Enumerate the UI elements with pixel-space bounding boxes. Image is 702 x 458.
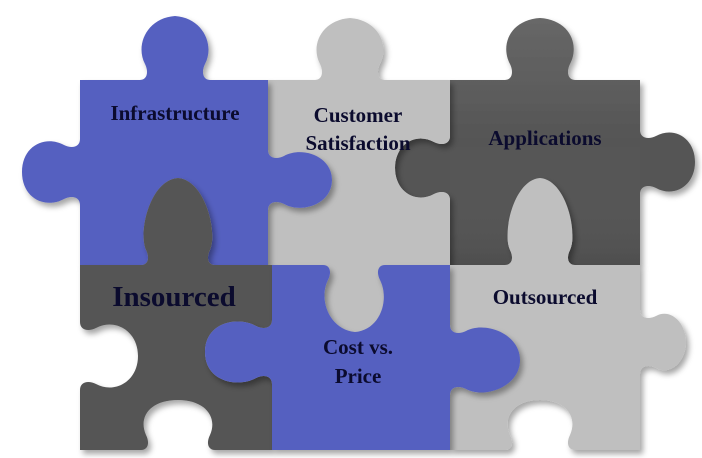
piece-customer-satisfaction-shape — [268, 18, 450, 332]
piece-insourced-shape — [80, 178, 272, 450]
piece-infrastructure — [22, 16, 332, 265]
label-cost-vs-price-line1: Cost vs. — [323, 335, 393, 359]
label-outsourced: Outsourced — [493, 285, 598, 309]
piece-cost-vs-price-shape — [205, 265, 520, 450]
label-infrastructure: Infrastructure — [110, 101, 239, 125]
label-insourced: Insourced — [112, 281, 236, 313]
label-applications: Applications — [488, 126, 601, 150]
piece-customer-satisfaction — [268, 18, 450, 332]
piece-cost-vs-price — [205, 265, 520, 450]
label-cost-vs-price-line2: Price — [335, 364, 382, 388]
piece-infrastructure-shape — [22, 16, 332, 265]
piece-applications — [395, 18, 695, 265]
label-customer-satisfaction-line2: Satisfaction — [306, 131, 411, 155]
piece-insourced — [80, 178, 272, 450]
label-customer-satisfaction-line1: Customer — [314, 103, 403, 127]
